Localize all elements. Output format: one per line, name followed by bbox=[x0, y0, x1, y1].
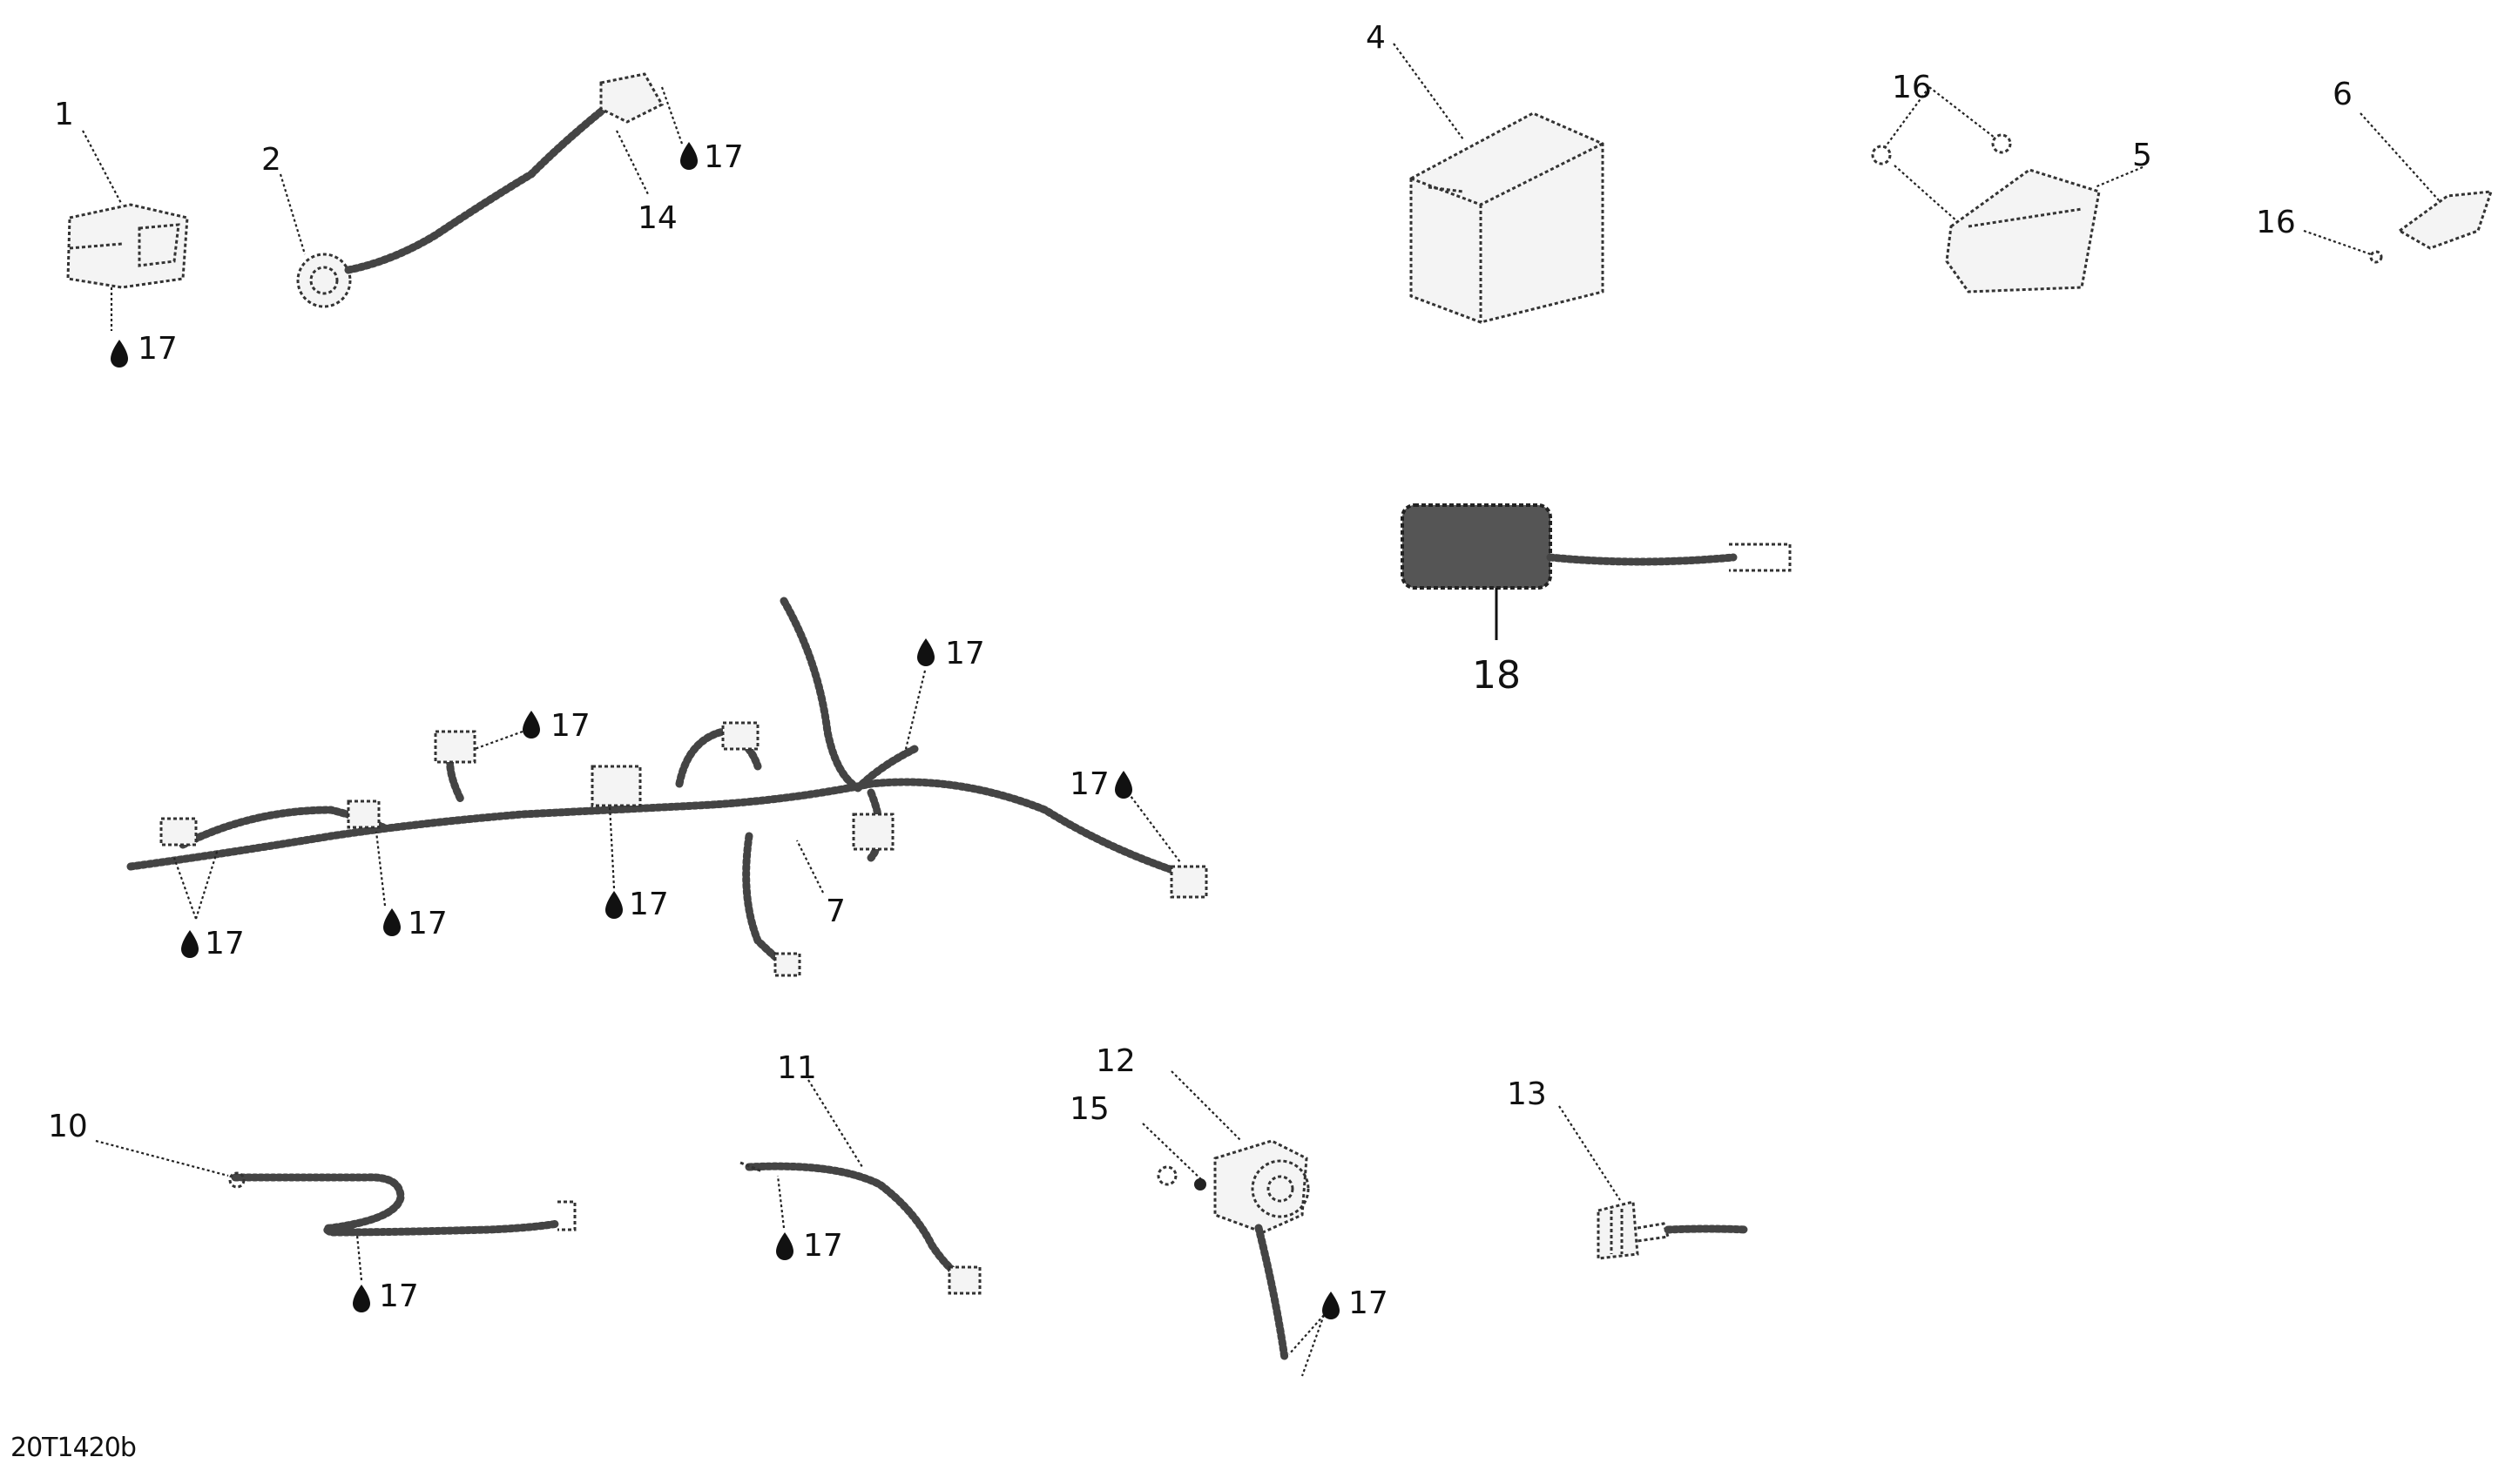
callout-10: 10 bbox=[48, 1109, 88, 1144]
part-1-relay: 1 17 bbox=[54, 97, 189, 368]
figure-code: 20T1420b bbox=[10, 1433, 137, 1463]
callout-7: 7 bbox=[826, 894, 846, 929]
drop-icon bbox=[523, 711, 540, 739]
callout-14: 14 bbox=[638, 200, 678, 236]
part-6-bracket: 16 6 bbox=[2256, 77, 2494, 264]
drop-icon bbox=[776, 1232, 793, 1260]
callout-17: 17 bbox=[205, 926, 245, 961]
callout-17: 17 bbox=[945, 636, 985, 671]
callout-1: 1 bbox=[54, 97, 74, 132]
drop-icon bbox=[605, 891, 623, 919]
part-13-connector: 13 bbox=[1507, 1076, 1751, 1260]
drop-icon bbox=[680, 142, 698, 170]
callout-16: 16 bbox=[2256, 205, 2296, 240]
part-12-switch: 15 12 17 bbox=[1070, 1043, 1388, 1377]
callout-17: 17 bbox=[138, 331, 178, 367]
part-10-cable: 10 17 bbox=[48, 1109, 577, 1314]
drop-icon bbox=[917, 638, 935, 666]
callout-17: 17 bbox=[408, 906, 448, 941]
drop-icon bbox=[383, 908, 401, 936]
callout-11: 11 bbox=[777, 1050, 817, 1086]
callout-15: 15 bbox=[1070, 1091, 1110, 1127]
drop-icon bbox=[1115, 771, 1132, 799]
drop-icon bbox=[111, 340, 128, 368]
callout-2: 2 bbox=[261, 142, 281, 178]
callout-17: 17 bbox=[379, 1278, 419, 1314]
drop-icon bbox=[353, 1285, 370, 1312]
callout-17: 17 bbox=[803, 1228, 843, 1264]
drop-icon bbox=[1322, 1292, 1340, 1319]
callout-13: 13 bbox=[1507, 1076, 1547, 1112]
part-2-sensor-cable: 2 17 14 bbox=[261, 72, 744, 308]
callout-17: 17 bbox=[1070, 766, 1110, 802]
part-4-battery: 4 bbox=[1366, 20, 1604, 324]
callout-17: 17 bbox=[629, 887, 669, 922]
callout-18: 18 bbox=[1472, 653, 1521, 698]
part-7-main-harness: 7 17 17 17 17 17 17 bbox=[126, 597, 1208, 977]
part-11-sensor-cable: 11 17 bbox=[739, 1050, 982, 1295]
callout-5: 5 bbox=[2132, 138, 2152, 173]
callout-17: 17 bbox=[704, 139, 744, 175]
callout-17: 17 bbox=[1348, 1285, 1388, 1321]
callout-16: 16 bbox=[1892, 70, 1932, 105]
callout-4: 4 bbox=[1366, 20, 1386, 56]
part-18-heating-element: 18 bbox=[1401, 503, 1792, 698]
drop-icon bbox=[181, 930, 199, 958]
part-5-module: 16 5 bbox=[1871, 70, 2152, 293]
callout-6: 6 bbox=[2333, 77, 2353, 112]
callout-12: 12 bbox=[1096, 1043, 1136, 1079]
callout-17: 17 bbox=[550, 708, 591, 744]
